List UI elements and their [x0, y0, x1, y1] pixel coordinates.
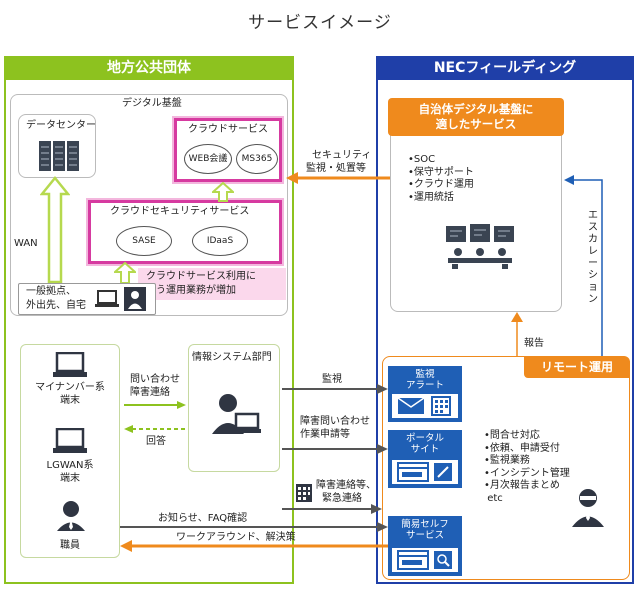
security-to-cloud-arrow	[212, 182, 234, 202]
digital-platform-label: デジタル基盤	[122, 98, 182, 109]
search-document-icon	[392, 548, 458, 572]
nec-header: NECフィールディング	[376, 56, 634, 80]
service-title-line2: 適したサービス	[435, 117, 517, 131]
remote-ops-title: リモート運用	[524, 356, 630, 378]
home-worker-icon	[124, 287, 146, 311]
service-item: •保守サポート	[408, 166, 474, 178]
lgwan-label-2: 端末	[60, 473, 80, 484]
notice-label: お知らせ、FAQ確認	[158, 513, 248, 524]
security-line1: セキュリティ	[312, 150, 372, 161]
sites-line2: 外出先、自宅	[26, 300, 86, 311]
ms365-label: MS365	[241, 154, 273, 164]
fault-contact-arrow	[282, 504, 382, 514]
service-item: •SOC	[408, 154, 436, 165]
service-items: •SOC •保守サポート •クラウド運用 •運用統括	[408, 154, 474, 204]
fault-req-line2: 作業申請等	[300, 429, 350, 440]
sase-label: SASE	[132, 236, 156, 246]
web-meeting-label: WEB会議	[188, 154, 228, 164]
lgwan-label-1: LGWAN系	[46, 460, 94, 471]
server-rack-icon	[39, 141, 79, 171]
monitor-flow-label: 監視	[322, 374, 342, 385]
mail-phone-icon	[392, 394, 458, 418]
notice-arrow	[120, 522, 388, 532]
idaas-cloud: IDaaS	[192, 226, 248, 256]
datacenter-label: データセンター	[26, 120, 96, 131]
remote-item: •問合せ対応	[484, 430, 540, 441]
mynumber-terminal-icon	[53, 352, 87, 377]
laptop-icon	[95, 290, 119, 307]
staff-label: 職員	[60, 540, 80, 551]
self-service-line1: 簡易セルフ	[401, 519, 449, 530]
portal-site-line2: サイト	[410, 444, 440, 455]
workaround-label: ワークアラウンド、解決策	[176, 532, 296, 543]
report-arrow	[511, 312, 523, 358]
phone-icon	[296, 484, 312, 502]
monitor-alert-line1: 監視	[415, 369, 435, 380]
sites-to-security-arrow	[114, 262, 136, 284]
web-form-icon	[392, 460, 458, 484]
cloud-security-title: クラウドセキュリティサービス	[110, 206, 250, 217]
self-service-line2: サービス	[405, 530, 444, 541]
inquiry-arrow	[124, 401, 186, 409]
increase-note-line1: クラウドサービス利用に	[146, 271, 256, 282]
remote-item: •インシデント管理	[484, 467, 570, 479]
escalation-arrow	[564, 175, 603, 384]
engineer-icon	[572, 489, 604, 527]
inquiry-line2: 障害連絡	[130, 387, 170, 398]
ms365-cloud: MS365	[236, 144, 278, 174]
security-arrow	[286, 172, 390, 184]
wan-label: WAN	[14, 238, 38, 249]
info-dept-label: 情報システム部門	[192, 352, 272, 363]
sase-cloud: SASE	[116, 226, 172, 256]
increase-note-bg	[138, 268, 286, 300]
service-item: •クラウド運用	[408, 179, 474, 190]
remote-item: etc	[487, 492, 503, 504]
workaround-arrow	[120, 540, 388, 552]
cloud-service-title: クラウドサービス	[188, 124, 268, 135]
fault-contact-line2: 緊急連絡	[322, 493, 362, 504]
page-title: サービスイメージ	[248, 13, 392, 33]
staff-icon	[57, 501, 85, 531]
report-label: 報告	[524, 338, 544, 349]
remote-item: •月次報告まとめ	[484, 480, 560, 491]
web-meeting-cloud: WEB会議	[184, 144, 232, 174]
monitor-alert-line2: アラート	[405, 380, 444, 391]
inquiry-line1: 問い合わせ	[130, 374, 180, 385]
answer-label: 回答	[146, 436, 166, 447]
operator-icon	[212, 394, 261, 434]
service-title-line1: 自治体デジタル基盤に	[418, 102, 534, 116]
increase-note-line2: 伴う運用業務が増加	[146, 285, 236, 296]
service-box	[390, 120, 562, 312]
sites-line1: 一般拠点、	[26, 286, 76, 297]
users-box	[20, 344, 120, 558]
fault-contact-line1: 障害連絡等、	[316, 480, 376, 491]
portal-site-line1: ポータル	[405, 433, 444, 444]
security-line2: 監視・処置等	[306, 163, 366, 174]
remote-item: •監視業務	[484, 455, 530, 466]
local-government-header: 地方公共団体	[4, 56, 294, 80]
service-title: 自治体デジタル基盤に 適したサービス	[388, 98, 564, 136]
idaas-label: IDaaS	[206, 236, 234, 246]
remote-item: •依頼、申請受付	[484, 442, 560, 454]
escalation-label: エスカレーション	[588, 210, 598, 305]
mynumber-label-2: 端末	[60, 395, 80, 406]
mynumber-label-1: マイナンバー系	[35, 382, 105, 393]
lgwan-terminal-icon	[53, 428, 87, 453]
operation-center-icon	[446, 224, 514, 269]
service-item: •運用統括	[408, 191, 454, 203]
fault-req-line1: 障害問い合わせ	[300, 416, 370, 427]
answer-arrow	[124, 425, 186, 433]
wan-up-arrow	[40, 176, 70, 284]
fault-req-arrow	[282, 444, 388, 454]
remote-items: •問合せ対応 •依頼、申請受付 •監視業務 •インシデント管理 •月次報告まとめ…	[484, 430, 570, 505]
monitor-flow-arrow	[282, 384, 388, 394]
